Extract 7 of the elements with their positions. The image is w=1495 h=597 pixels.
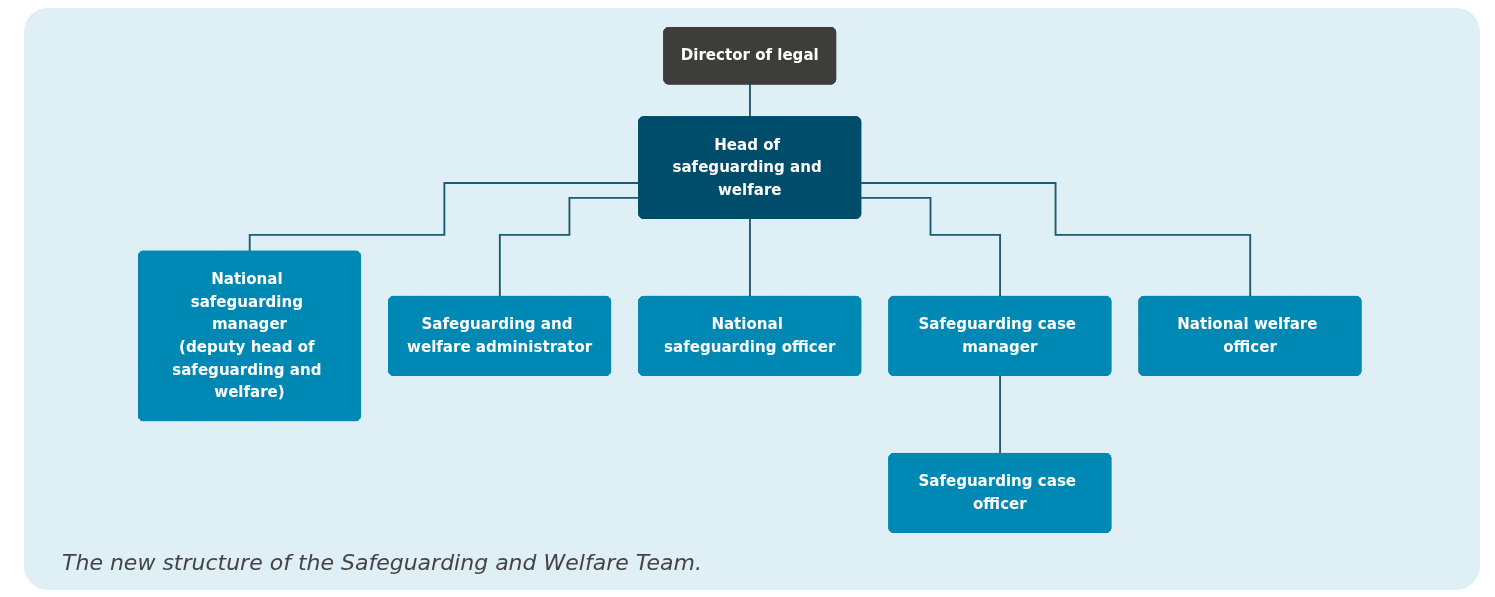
connector bbox=[499, 197, 641, 298]
connector bbox=[249, 182, 641, 253]
connector bbox=[749, 217, 752, 298]
connector bbox=[860, 197, 1002, 298]
connector bbox=[860, 182, 1252, 298]
connector bbox=[999, 374, 1002, 455]
caption: The new structure of the Safeguarding and Welfare Team. bbox=[62, 550, 702, 575]
